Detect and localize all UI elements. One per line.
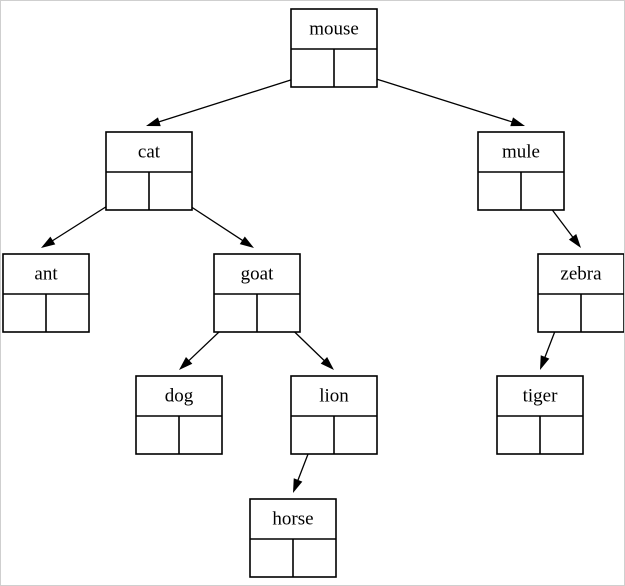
edge-arrowhead (510, 117, 525, 127)
node-left-pointer-cell[interactable] (3, 294, 46, 332)
node-label: mouse (309, 18, 359, 39)
node-right-pointer-cell[interactable] (521, 172, 564, 210)
node-label: goat (241, 263, 274, 284)
node-right-pointer-cell[interactable] (334, 416, 377, 454)
node-left-pointer-cell[interactable] (291, 49, 334, 87)
node-right-pointer-cell[interactable] (46, 294, 89, 332)
node-left-pointer-cell[interactable] (250, 539, 293, 577)
tree-edge-mouse-to-mule (350, 70, 525, 127)
node-left-pointer-cell[interactable] (291, 416, 334, 454)
edge-arrowhead (179, 357, 193, 370)
node-left-pointer-cell[interactable] (106, 172, 149, 210)
node-label: cat (138, 141, 161, 162)
node-left-pointer-cell[interactable] (214, 294, 257, 332)
node-label: horse (272, 508, 313, 529)
node-right-pointer-cell[interactable] (540, 416, 583, 454)
edge-arrowhead (540, 355, 550, 370)
node-right-pointer-cell[interactable] (581, 294, 624, 332)
edge-arrowhead (41, 236, 56, 248)
node-left-pointer-cell[interactable] (538, 294, 581, 332)
node-right-pointer-cell[interactable] (149, 172, 192, 210)
tree-node-dog[interactable]: dog (135, 375, 223, 455)
node-label: zebra (560, 263, 602, 284)
node-label: tiger (523, 385, 558, 406)
node-left-pointer-cell[interactable] (478, 172, 521, 210)
edge-arrowhead (239, 236, 254, 248)
tree-node-mouse[interactable]: mouse (290, 8, 378, 88)
edge-arrowhead (320, 356, 334, 370)
node-right-pointer-cell[interactable] (293, 539, 336, 577)
node-right-pointer-cell[interactable] (334, 49, 377, 87)
edge-line (350, 70, 515, 124)
node-left-pointer-cell[interactable] (136, 416, 179, 454)
node-label: dog (165, 385, 194, 406)
tree-node-ant[interactable]: ant (2, 253, 90, 333)
tree-node-goat[interactable]: goat (213, 253, 301, 333)
edge-arrowhead (293, 478, 303, 493)
node-label: mule (502, 141, 540, 162)
node-right-pointer-cell[interactable] (179, 416, 222, 454)
node-right-pointer-cell[interactable] (257, 294, 300, 332)
node-label: ant (34, 263, 58, 284)
edge-arrowhead (568, 234, 581, 248)
tree-node-tiger[interactable]: tiger (496, 375, 584, 455)
tree-node-cat[interactable]: cat (105, 131, 193, 211)
edge-arrowhead (146, 117, 161, 127)
tree-node-mule[interactable]: mule (477, 131, 565, 211)
node-label: lion (319, 385, 349, 406)
node-left-pointer-cell[interactable] (497, 416, 540, 454)
nodes-layer: mouse cat mule ant goat zebra dog lion tiger hors… (2, 8, 624, 578)
tree-node-zebra[interactable]: zebra (537, 253, 624, 333)
tree-node-lion[interactable]: lion (290, 375, 378, 455)
tree-node-horse[interactable]: horse (249, 498, 337, 578)
